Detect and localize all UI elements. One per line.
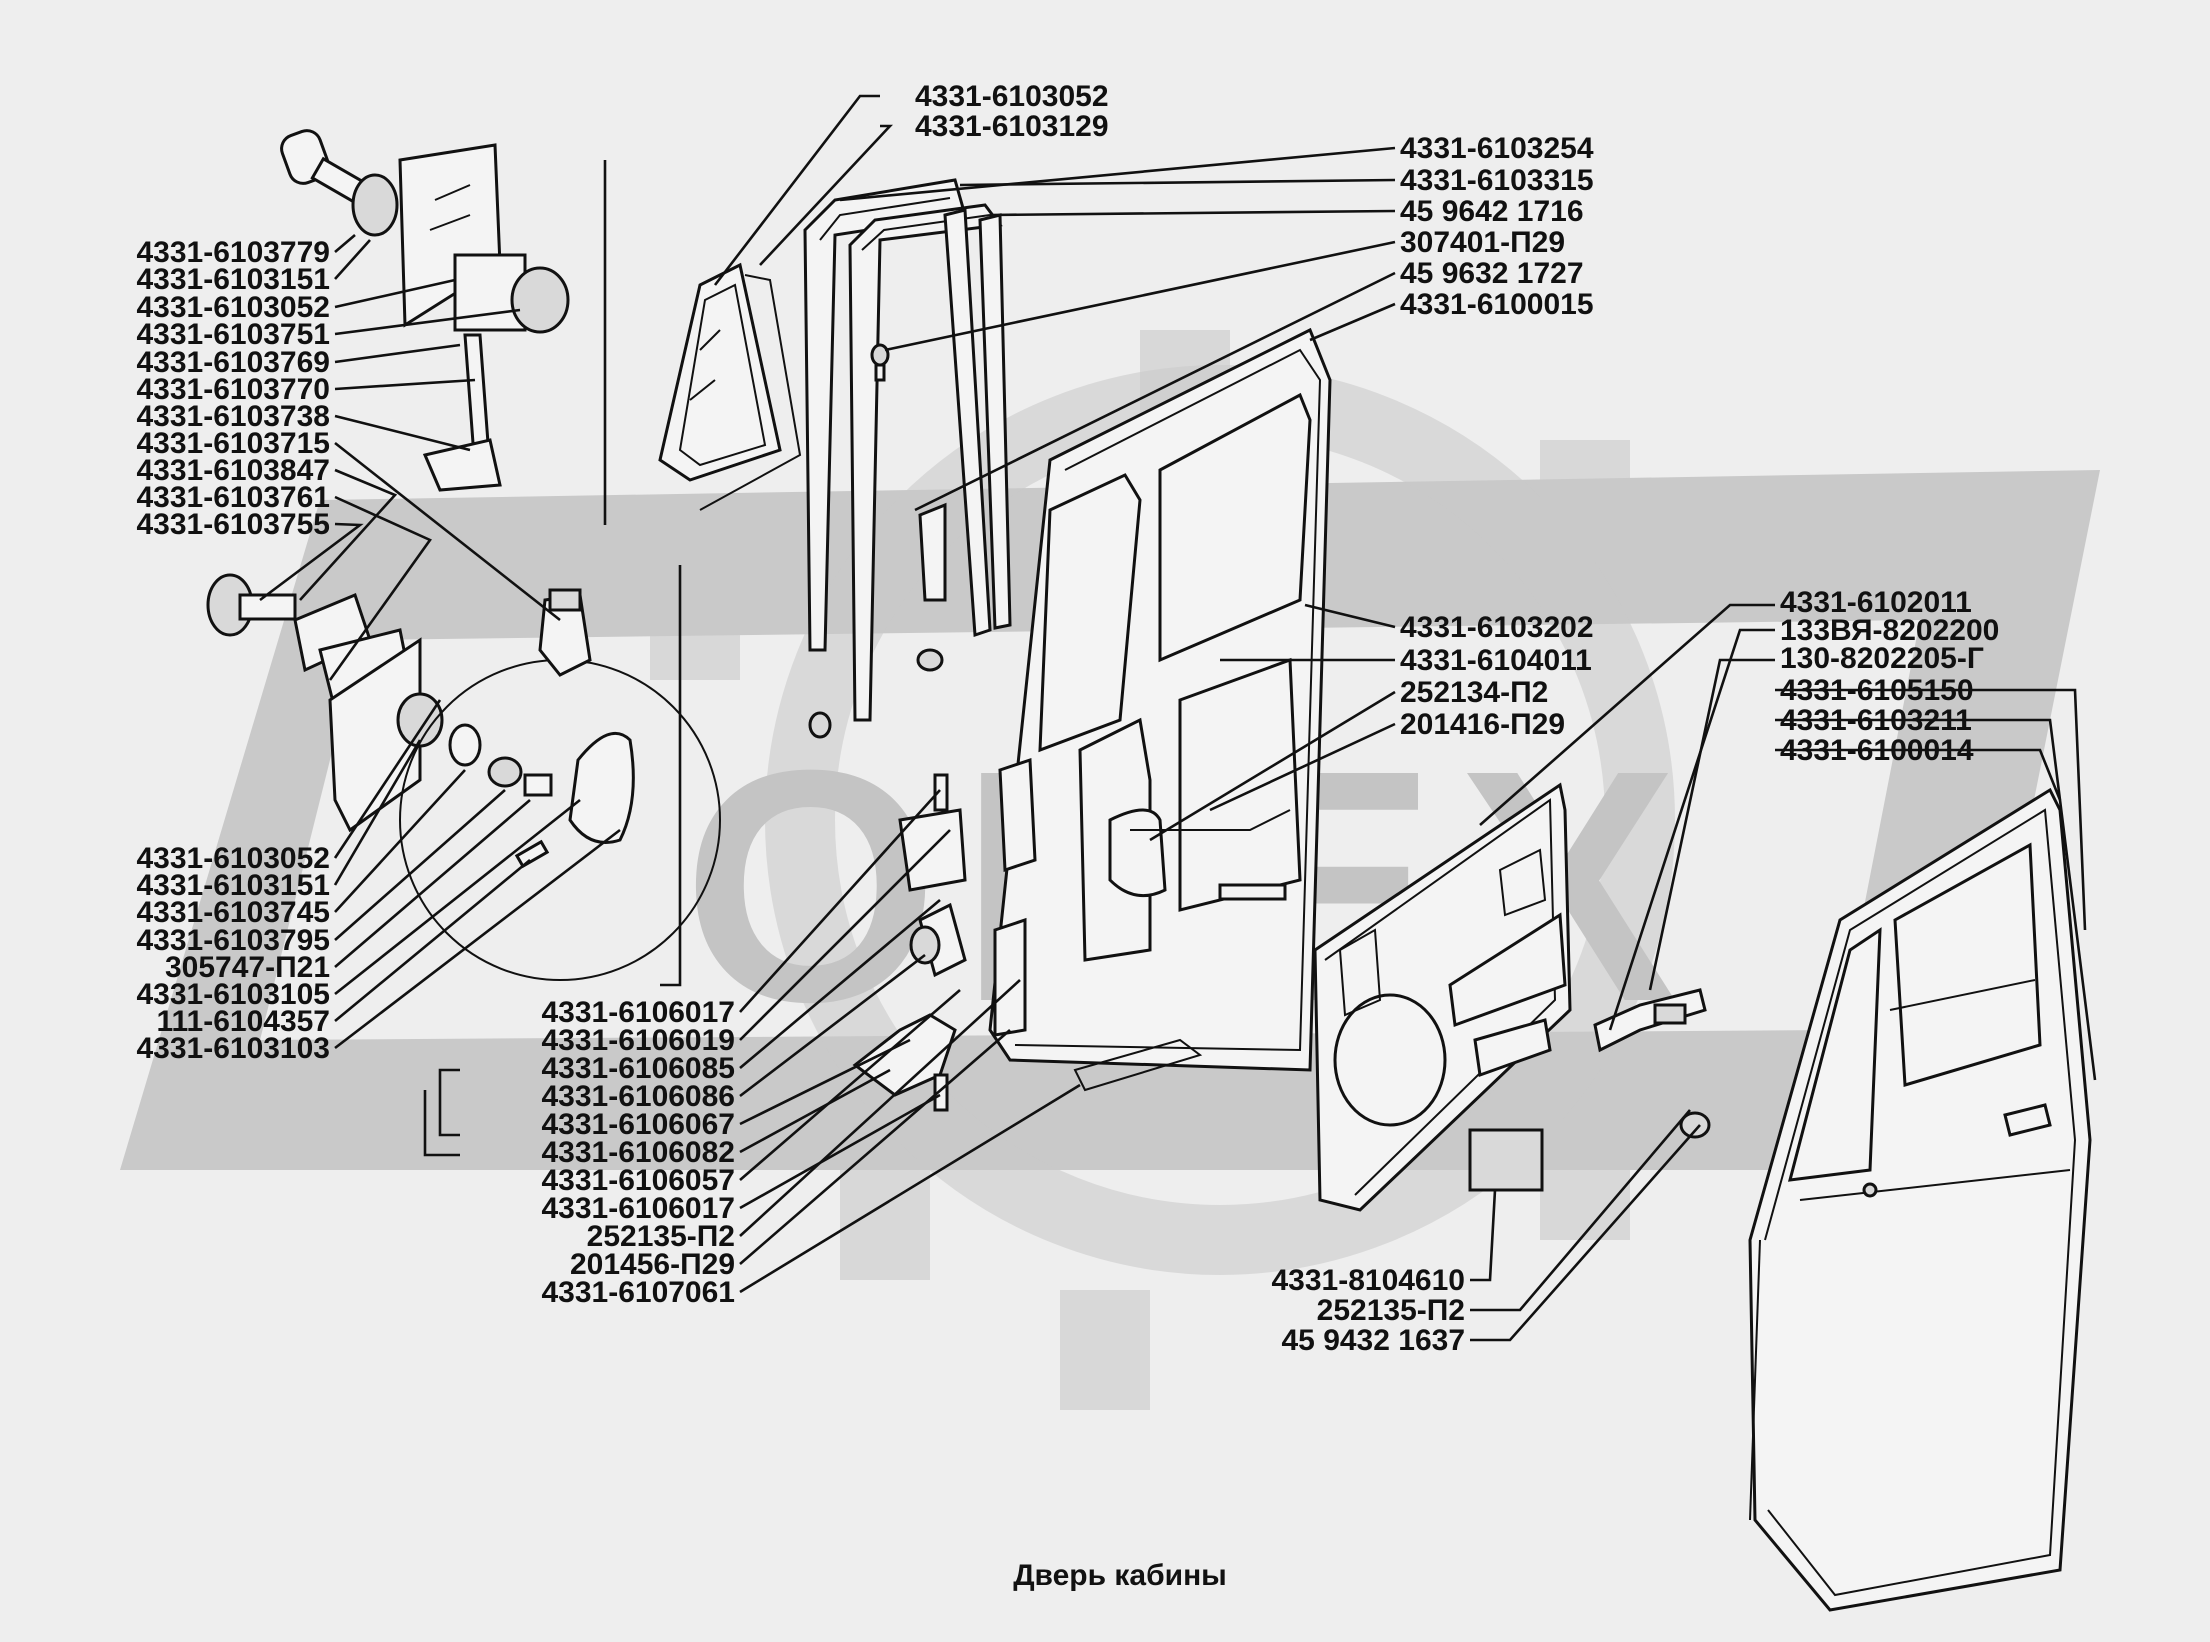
leader-lines	[259, 94, 2097, 1342]
door-outer-panel	[1748, 787, 2092, 1612]
label-right-top-3: 45 9642 1716	[1400, 195, 1584, 228]
label-bottom-center-5: 4331-6106067	[541, 1108, 735, 1141]
label-right-top-2: 4331-6103315	[1400, 164, 1594, 197]
label-right-2: 133ВЯ-8202200	[1780, 614, 1999, 647]
window-channels	[803, 178, 1012, 722]
lower-hinge-assembly	[206, 573, 635, 869]
label-left-3: 4331-6103052	[136, 291, 330, 324]
door-trim-panel	[1313, 782, 1711, 1212]
label-left-13: 4331-6103151	[136, 869, 330, 902]
label-left-2: 4331-6103151	[136, 263, 330, 296]
label-bottom-center-6: 4331-6106082	[541, 1136, 735, 1169]
label-middle-1: 4331-6103202	[1400, 611, 1594, 644]
label-bottom-center-9: 252135-П2	[587, 1220, 735, 1253]
labels-right-top: 4331-6103254 4331-6103315 45 9642 1716 3…	[1400, 132, 1594, 321]
door-inner-panel	[988, 327, 1332, 1092]
label-bottom-right-1: 4331-8104610	[1271, 1264, 1465, 1297]
label-bottom-center-3: 4331-6106085	[541, 1052, 735, 1085]
labels-bottom-right: 4331-8104610 252135-П2 45 9432 1637	[1271, 1264, 1465, 1357]
label-bottom-right-2: 252135-П2	[1317, 1294, 1465, 1327]
label-right-top-4: 307401-П29	[1400, 226, 1565, 259]
label-bottom-center-7: 4331-6106057	[541, 1164, 735, 1197]
label-middle-2: 4331-6104011	[1400, 644, 1592, 677]
label-left-7: 4331-6103738	[136, 400, 330, 433]
label-left-14: 4331-6103745	[136, 896, 330, 929]
label-right-6: 4331-6100014	[1780, 734, 1974, 767]
label-top-1: 4331-6103052	[915, 80, 1109, 113]
labels-bottom-center: 4331-6106017 4331-6106019 4331-6106085 4…	[541, 996, 735, 1309]
label-left-6: 4331-6103770	[136, 373, 330, 406]
label-left-12: 4331-6103052	[136, 842, 330, 875]
labels-left: 4331-6103779 4331-6103151 4331-6103052 4…	[136, 236, 330, 1065]
label-left-4: 4331-6103751	[136, 318, 330, 351]
label-right-top-1: 4331-6103254	[1400, 132, 1594, 165]
label-middle-3: 252134-П2	[1400, 676, 1548, 709]
label-top-2: 4331-6103129	[915, 110, 1109, 143]
label-bottom-right-3: 45 9432 1637	[1281, 1324, 1465, 1357]
label-left-8: 4331-6103715	[136, 427, 330, 460]
labels-right: 4331-6102011 133ВЯ-8202200 130-8202205-Г…	[1780, 586, 1999, 767]
label-right-1: 4331-6102011	[1780, 586, 1972, 619]
label-right-top-6: 4331-6100015	[1400, 288, 1594, 321]
vent-window	[658, 262, 802, 511]
label-bottom-center-2: 4331-6106019	[541, 1024, 735, 1057]
label-left-18: 111-6104357	[156, 1005, 330, 1038]
label-left-10: 4331-6103761	[136, 481, 330, 514]
diagram-caption: Дверь кабины	[1013, 1559, 1227, 1592]
labels-top: 4331-6103052 4331-6103129	[915, 80, 1109, 143]
label-right-top-5: 45 9632 1727	[1400, 257, 1584, 290]
group-brackets	[423, 160, 682, 1157]
lock-components	[808, 648, 1037, 1112]
label-bottom-center-10: 201456-П29	[570, 1248, 735, 1281]
label-right-5: 4331-6103211	[1780, 704, 1972, 737]
label-left-16: 305747-П21	[165, 951, 330, 984]
label-left-1: 4331-6103779	[136, 236, 330, 269]
label-left-5: 4331-6103769	[136, 346, 330, 379]
label-left-17: 4331-6103105	[136, 978, 330, 1011]
label-left-11: 4331-6103755	[136, 508, 330, 541]
label-left-15: 4331-6103795	[136, 924, 330, 957]
label-bottom-center-11: 4331-6107061	[541, 1276, 735, 1309]
label-bottom-center-4: 4331-6106086	[541, 1080, 735, 1113]
label-bottom-center-1: 4331-6106017	[541, 996, 735, 1029]
label-bottom-center-8: 4331-6106017	[541, 1192, 735, 1225]
labels-middle: 4331-6103202 4331-6104011 252134-П2 2014…	[1400, 611, 1594, 741]
label-left-19: 4331-6103103	[136, 1032, 330, 1065]
label-middle-4: 201416-П29	[1400, 708, 1565, 741]
label-left-9: 4331-6103847	[136, 454, 330, 487]
label-right-4: 4331-6105150	[1780, 674, 1974, 707]
label-right-3: 130-8202205-Г	[1780, 642, 1984, 675]
